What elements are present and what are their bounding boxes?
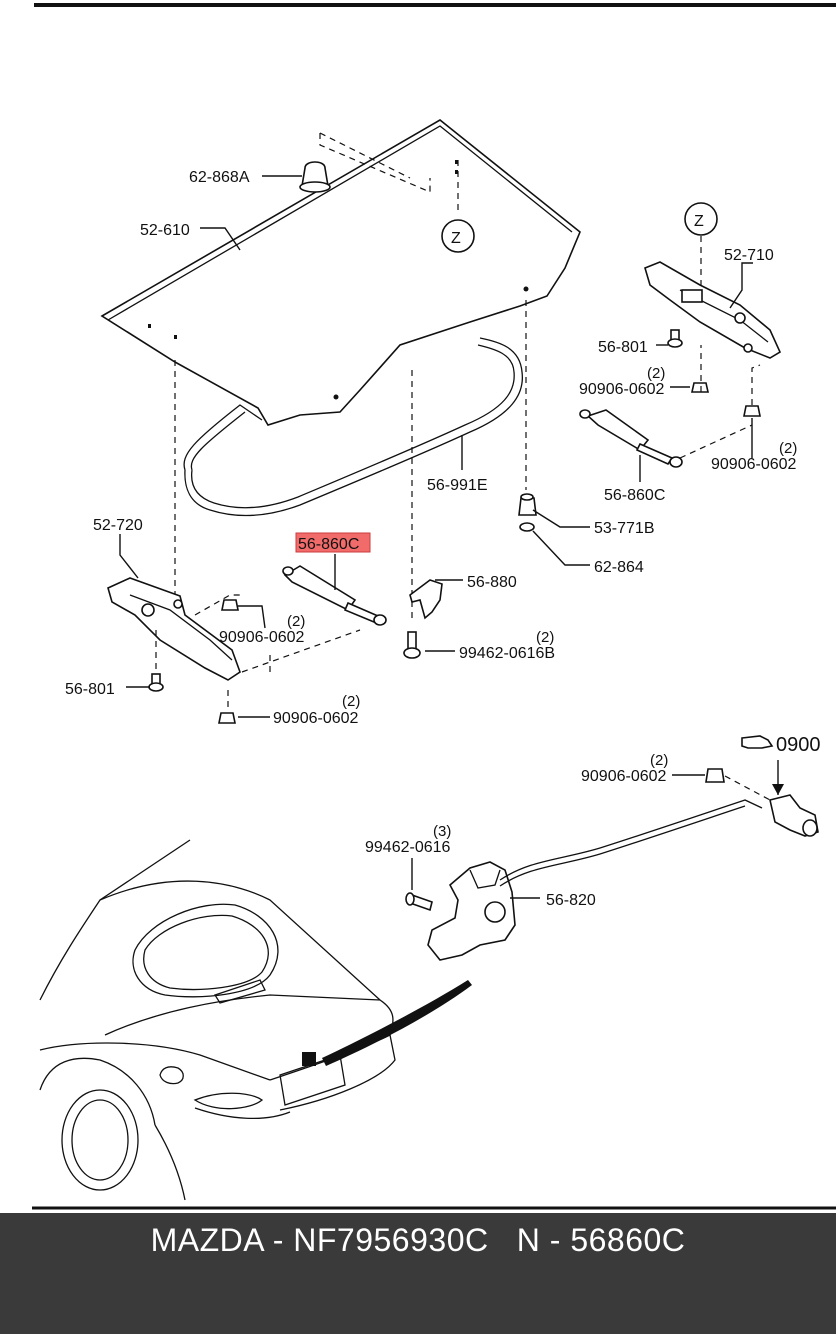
label-56-860c-right: 56-860C	[604, 487, 665, 504]
label-z-lid: Z	[451, 230, 461, 247]
label-52-720: 52-720	[93, 517, 143, 534]
label-90906-right-a: 90906-0602	[579, 381, 665, 398]
label-90906-cable: 90906-0602	[581, 768, 667, 785]
hinge-52-720[interactable]	[107, 577, 241, 681]
label-62-864: 62-864	[594, 559, 644, 576]
bolt-99462-0616b[interactable]	[403, 631, 421, 659]
qty-99462-0616b: (2)	[536, 629, 554, 646]
latch-56-820[interactable]	[427, 861, 516, 961]
label-90906-left-b: 90906-0602	[273, 710, 359, 727]
qty-99462-0616: (3)	[433, 823, 451, 840]
pointer-hand-icon	[741, 735, 774, 749]
washer-62-864[interactable]	[519, 522, 535, 532]
bolt-99462-0616[interactable]	[405, 892, 433, 912]
label-56-880: 56-880	[467, 574, 517, 591]
weatherstrip-56-991e[interactable]	[183, 337, 524, 517]
highlight-box	[295, 532, 371, 553]
car-rear-illustration	[39, 839, 396, 1201]
ref-circle-z-hinge	[684, 202, 718, 236]
pointer-arrow	[322, 980, 472, 1066]
parts-diagram: 62-868A 52-610 Z Z 52-710 56-801 (2) 909…	[32, 3, 836, 1210]
qty-90906-left-b: (2)	[342, 693, 360, 710]
bolt-56-801-left[interactable]	[148, 673, 164, 692]
qty-90906-right-a: (2)	[647, 365, 665, 382]
qty-90906-left-a: (2)	[287, 613, 305, 630]
label-56-801-right: 56-801	[598, 339, 648, 356]
label-56-991e: 56-991E	[427, 477, 488, 494]
trunk-lid-52-610[interactable]	[100, 119, 581, 426]
label-99462-0616: 99462-0616	[365, 839, 451, 856]
footer-bar	[0, 1213, 836, 1334]
label-56-860c-highlighted: 56-860C	[298, 536, 359, 553]
bolt-56-801-right[interactable]	[667, 329, 683, 348]
label-52-610: 52-610	[140, 222, 190, 239]
label-53-771b: 53-771B	[594, 520, 655, 537]
label-99462-0616b: 99462-0616B	[459, 645, 555, 662]
lock-cylinder[interactable]	[769, 794, 819, 837]
label-56-820: 56-820	[546, 892, 596, 909]
gas-strut-56-860c-left[interactable]	[282, 565, 387, 626]
qty-90906-cable: (2)	[650, 752, 668, 769]
bumper-53-771b[interactable]	[518, 493, 537, 516]
label-90906-right-b: 90906-0602	[711, 456, 797, 473]
label-62-868a: 62-868A	[189, 169, 250, 186]
nut-90906-0602-left-b[interactable]	[218, 712, 236, 724]
nut-90906-0602-cable[interactable]	[705, 768, 725, 783]
leader-lines	[119, 175, 753, 899]
ref-circle-z-lid	[441, 219, 475, 253]
label-z-hinge: Z	[694, 213, 704, 230]
striker-56-880[interactable]	[409, 579, 443, 620]
label-52-710: 52-710	[724, 247, 774, 264]
nut-90906-0602-left-a[interactable]	[221, 599, 239, 611]
bumper-62-868a[interactable]	[299, 161, 331, 193]
nut-90906-0602-right-a[interactable]	[691, 382, 709, 393]
footer-part-number: MAZDA - NF7956930C N - 56860C	[150, 1222, 686, 1258]
hinge-52-710[interactable]	[644, 261, 782, 359]
gas-strut-56-860c-right[interactable]	[579, 409, 683, 468]
label-90906-left-a: 90906-0602	[219, 629, 305, 646]
release-cable	[499, 799, 763, 881]
label-0900: 0900	[776, 734, 821, 756]
nut-90906-0602-right-b[interactable]	[743, 405, 761, 417]
qty-90906-right-b: (2)	[779, 440, 797, 457]
label-56-801-left: 56-801	[65, 681, 115, 698]
